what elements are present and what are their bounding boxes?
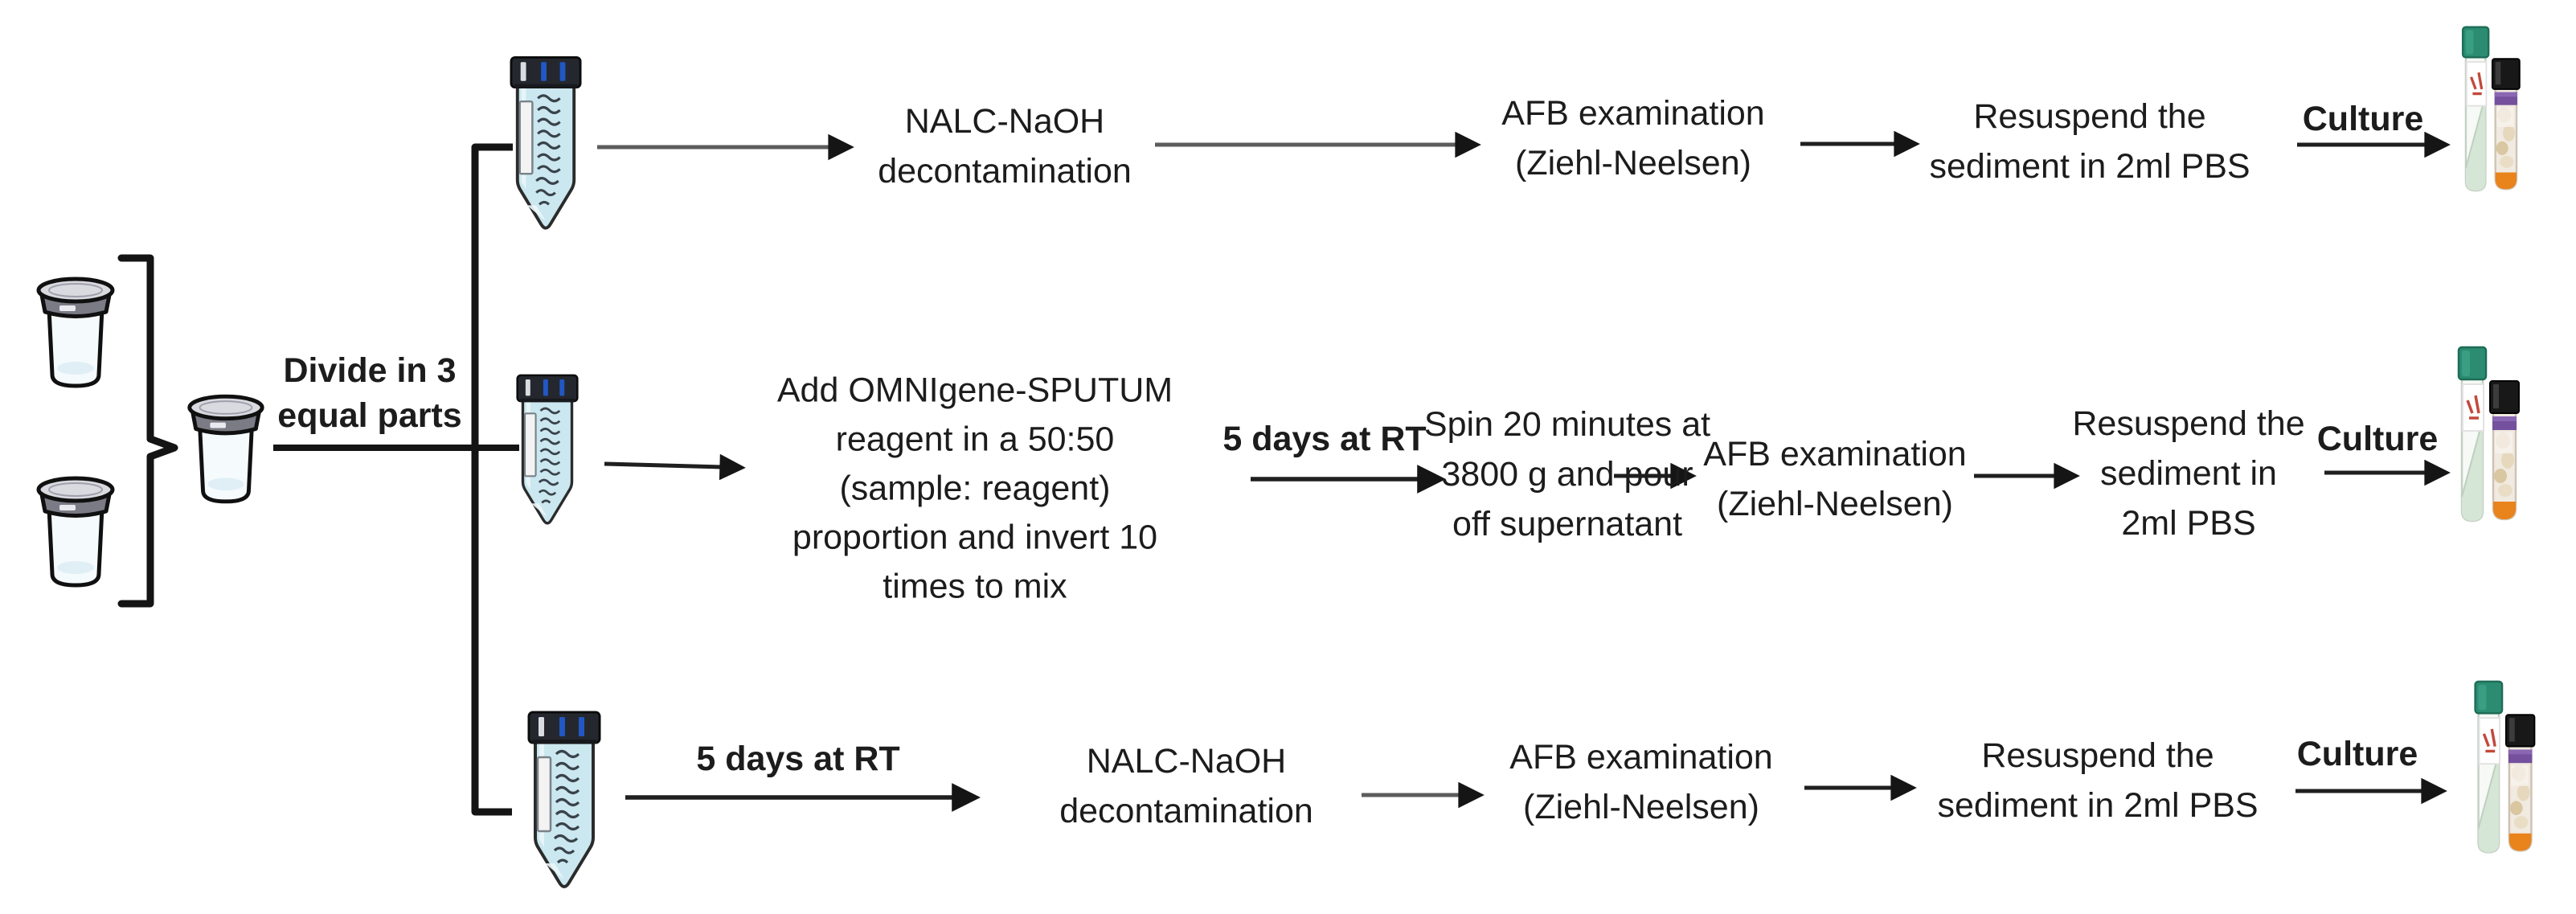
- step-label-line: Culture: [2296, 735, 2418, 773]
- step-resuspend-sediment: Resuspend the sediment in 2ml PBS: [1929, 92, 2250, 191]
- step-label-line: Resuspend the: [1981, 736, 2214, 775]
- step-afb-examination: AFB examination (Ziehl-Neelsen): [1509, 732, 1772, 832]
- specimen-cup-icon: [31, 473, 121, 593]
- step-afb-examination: AFB examination (Ziehl-Neelsen): [1501, 88, 1764, 188]
- step-incubation-5-days: 5 days at RT: [1222, 414, 1426, 464]
- step-label-line: sediment in: [2100, 454, 2277, 493]
- step-label-line: 3800 g and pour: [1441, 455, 1693, 494]
- conical-tube-icon: [527, 709, 601, 894]
- step-label-line: Culture: [2316, 420, 2439, 458]
- step-nalc-decontamination: NALC-NaOH decontamination: [878, 96, 1132, 196]
- step-label-line: Add OMNIgene-SPUTUM: [776, 371, 1173, 410]
- step-nalc-decontamination: NALC-NaOH decontamination: [1059, 736, 1313, 836]
- step-label-line: 5 days at RT: [696, 740, 900, 778]
- arrow: [604, 453, 746, 481]
- step-label-line: AFB examination: [1703, 435, 1967, 473]
- step-label-line: sediment in 2ml PBS: [1929, 147, 2250, 186]
- step-label-line: NALC-NaOH: [1086, 742, 1287, 781]
- step-label-line: NALC-NaOH: [904, 102, 1105, 141]
- step-label-line: Resuspend the: [1973, 97, 2206, 136]
- step-culture: Culture: [2317, 414, 2439, 464]
- divide-label-line: equal parts: [277, 396, 462, 435]
- conical-tube-icon: [516, 362, 579, 540]
- culture-tubes-icon: [2471, 677, 2538, 868]
- step-label-line: Culture: [2302, 100, 2424, 138]
- step-omnigene-reagent: Add OMNIgene-SPUTUM reagent in a 50:50 (…: [777, 367, 1173, 612]
- step-culture: Culture: [2297, 729, 2418, 779]
- branch-trunk-line: [471, 143, 513, 816]
- step-culture: Culture: [2303, 94, 2424, 144]
- step-afb-examination: AFB examination (Ziehl-Neelsen): [1703, 429, 1966, 529]
- step-label-line: AFB examination: [1501, 94, 1765, 133]
- divide-label-line: Divide in 3: [283, 351, 457, 390]
- step-label-line: Resuspend the: [2072, 404, 2305, 443]
- step-label-line: AFB examination: [1509, 738, 1773, 777]
- specimen-cup-icon: [31, 273, 121, 394]
- step-label-line: (sample: reagent): [839, 469, 1111, 508]
- step-resuspend-sediment: Resuspend the sediment in 2ml PBS: [1937, 731, 2258, 830]
- culture-tubes-icon: [2458, 23, 2524, 206]
- divide-label: Divide in 3 equal parts: [277, 348, 461, 438]
- culture-tubes-icon: [2455, 341, 2522, 539]
- step-label-line: (Ziehl-Neelsen): [1523, 788, 1759, 826]
- step-resuspend-sediment: Resuspend the sediment in 2ml PBS: [2072, 399, 2304, 548]
- step-label-line: off supernatant: [1452, 505, 1683, 543]
- step-label-line: Spin 20 minutes at: [1423, 405, 1711, 444]
- step-label-line: (Ziehl-Neelsen): [1515, 144, 1751, 182]
- step-spin-centrifuge: Spin 20 minutes at 3800 g and pour off s…: [1424, 400, 1710, 549]
- step-label-line: 5 days at RT: [1222, 420, 1427, 458]
- pooling-bracket: [117, 254, 178, 608]
- step-label-line: sediment in 2ml PBS: [1937, 786, 2259, 825]
- step-label-line: proportion and invert 10: [792, 518, 1158, 557]
- step-incubation-5-days: 5 days at RT: [696, 734, 899, 784]
- step-label-line: 2ml PBS: [2121, 504, 2256, 543]
- specimen-cup-icon: [182, 391, 270, 510]
- step-label-line: (Ziehl-Neelsen): [1717, 485, 1953, 523]
- step-label-line: times to mix: [883, 567, 1067, 606]
- conical-tube-icon: [510, 51, 582, 238]
- step-label-line: reagent in a 50:50: [835, 420, 1115, 459]
- step-label-line: decontamination: [878, 152, 1132, 191]
- step-label-line: decontamination: [1059, 792, 1313, 830]
